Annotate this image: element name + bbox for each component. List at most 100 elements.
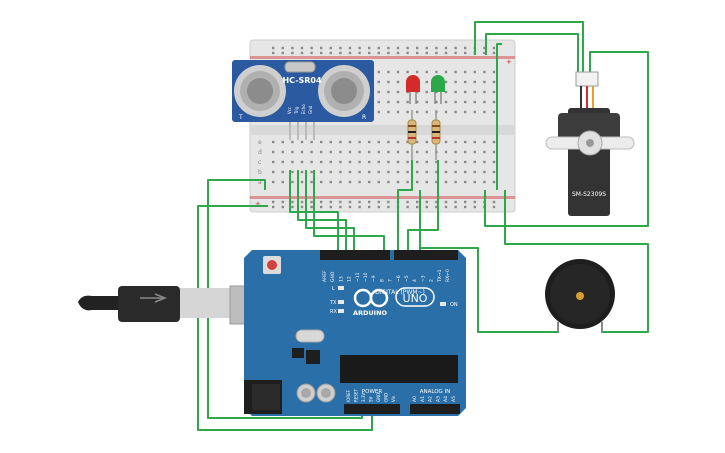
digital-pin-label: 8 — [379, 279, 385, 282]
rail-hole — [435, 205, 438, 209]
rail-hole — [425, 200, 428, 204]
rail-hole — [272, 46, 275, 50]
servo-model-label: SM-S2309S — [572, 191, 606, 198]
rail-hole — [310, 200, 313, 204]
ultrasonic-sensor[interactable]: HC-SR04 T R Vcc Trig Echo Gnd — [232, 60, 374, 140]
wire-servo-signal — [474, 21, 584, 72]
rail-hole — [300, 46, 304, 50]
breadboard-hole — [473, 180, 476, 184]
breadboard-hole — [416, 150, 419, 154]
digital-label: DIGITAL (PWM~) — [375, 289, 425, 296]
breadboard-hole — [396, 110, 400, 114]
breadboard-hole — [358, 170, 361, 174]
on-label: ON — [450, 302, 458, 308]
breadboard-hole — [300, 150, 304, 154]
breadboard-hole — [416, 140, 419, 144]
breadboard-hole — [387, 140, 390, 144]
rail-hole — [444, 46, 448, 50]
rail-hole — [406, 46, 409, 50]
rail-hole — [358, 46, 361, 50]
breadboard-hole — [406, 160, 409, 164]
breadboard-hole — [358, 180, 361, 184]
arduino-logo: ARDUINO UNO — [353, 287, 435, 317]
rail-hole — [358, 51, 361, 55]
rail-hole — [358, 205, 361, 209]
rail-hole — [435, 46, 438, 50]
breadboard-hole — [406, 180, 409, 184]
breadboard-hole — [396, 180, 400, 184]
servo-motor[interactable]: SM-S2309S — [545, 71, 635, 216]
breadboard-hole — [300, 160, 304, 164]
breadboard-hole — [396, 160, 400, 164]
breadboard-hole — [444, 180, 448, 184]
breadboard-hole — [387, 180, 390, 184]
rail-hole — [300, 205, 304, 209]
on-led — [440, 302, 446, 306]
breadboard-hole — [377, 90, 380, 94]
breadboard-hole — [387, 80, 390, 84]
resistor-1[interactable] — [407, 110, 417, 160]
breadboard-hole — [416, 160, 419, 164]
red-led[interactable] — [406, 75, 420, 104]
rail-hole — [416, 205, 419, 209]
resistor-2[interactable] — [431, 110, 441, 160]
row-letter-d: d — [258, 149, 262, 156]
rail-hole — [454, 51, 457, 55]
breadboard-hole — [272, 180, 275, 184]
sensor-r-label: R — [362, 114, 366, 121]
breadboard-hole — [454, 100, 457, 104]
green-led-body — [431, 75, 445, 92]
rail-hole — [310, 46, 313, 50]
breadboard-hole — [464, 90, 467, 94]
rail-hole — [492, 51, 496, 55]
digital-pin-label: 13 — [338, 276, 344, 282]
rail-hole — [473, 205, 476, 209]
rail-hole — [425, 51, 428, 55]
green-led[interactable] — [431, 75, 445, 104]
breadboard-hole — [300, 140, 304, 144]
breadboard-hole — [473, 90, 476, 94]
breadboard-hole — [377, 70, 380, 74]
breadboard-hole — [454, 150, 457, 154]
breadboard-hole — [454, 160, 457, 164]
breadboard-hole — [464, 70, 467, 74]
sensor-pin-trig: Trig — [294, 106, 299, 115]
breadboard-hole — [492, 70, 496, 74]
digital-pin-label: ~10 — [363, 272, 369, 282]
breadboard-hole — [435, 170, 438, 174]
breadboard-hole — [272, 170, 275, 174]
breadboard-hole — [425, 150, 428, 154]
power-pin-label: 5V — [369, 396, 374, 402]
status-leds: L TX RX — [329, 286, 344, 315]
breadboard-hole — [454, 110, 457, 114]
rail-hole — [464, 200, 467, 204]
rail-hole — [348, 205, 352, 209]
rail-hole — [329, 200, 332, 204]
rail-hole — [368, 51, 371, 55]
breadboard-hole — [483, 100, 486, 104]
breadboard-hole — [464, 160, 467, 164]
breadboard-hole — [425, 110, 428, 114]
rail-hole — [406, 200, 409, 204]
led-label-rx: RX — [330, 309, 337, 315]
analog-pin-label: A5 — [451, 396, 457, 402]
breadboard-hole — [272, 150, 275, 154]
breadboard-hole — [464, 80, 467, 84]
breadboard-hole — [387, 110, 390, 114]
rail-hole — [339, 46, 342, 50]
piezo-buzzer[interactable] — [545, 259, 615, 332]
breadboard-hole — [310, 180, 313, 184]
breadboard-hole — [329, 170, 332, 174]
rail-hole — [291, 200, 294, 204]
usb-icon — [140, 293, 168, 303]
rail-hole — [396, 46, 400, 50]
capacitors — [296, 383, 336, 403]
rail-hole — [425, 205, 428, 209]
breadboard-hole — [329, 140, 332, 144]
breadboard-hole — [425, 160, 428, 164]
rail-hole — [291, 205, 294, 209]
rail-hole — [272, 200, 275, 204]
breadboard-hole — [473, 150, 476, 154]
